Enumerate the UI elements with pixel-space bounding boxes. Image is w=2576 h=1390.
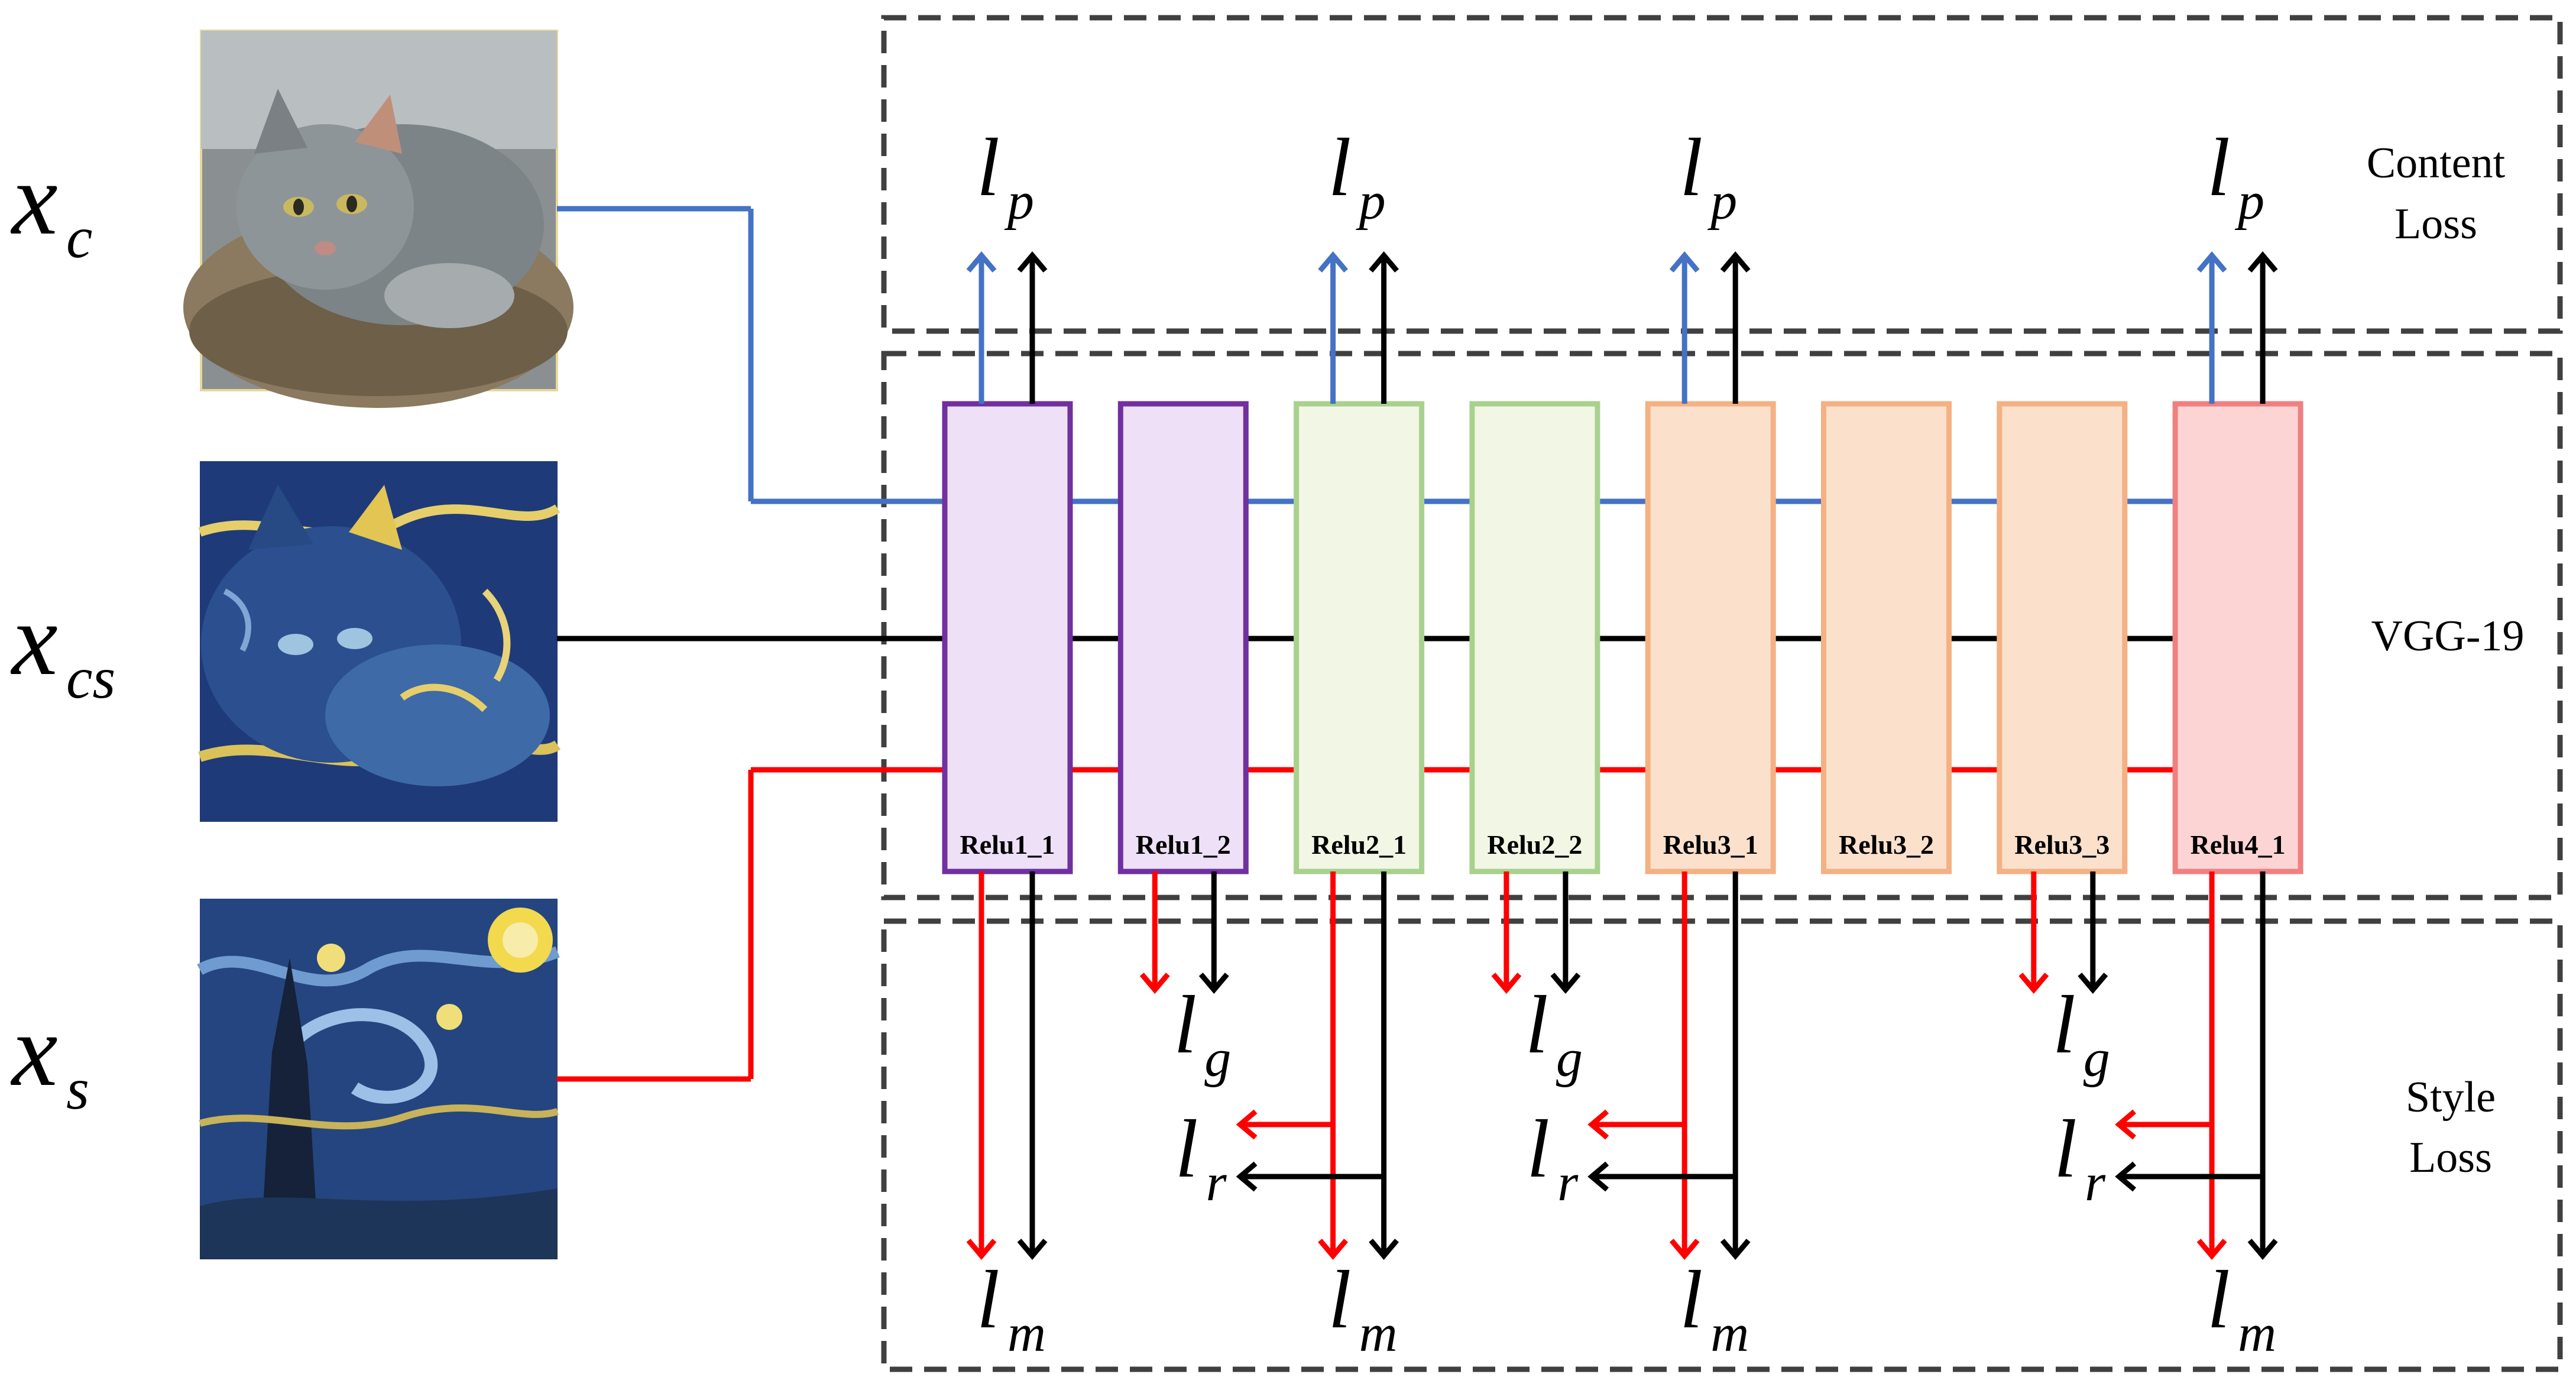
extra-loss-symbol: l <box>1527 1103 1550 1195</box>
extra-loss-stylized-arrowhead <box>1587 1161 1609 1192</box>
content-input-subscript: c <box>66 205 92 270</box>
perceptual-loss-subscript: p <box>1004 172 1034 231</box>
perceptual-loss-subscript: p <box>1707 172 1737 231</box>
gram-loss-stylized-arrowhead <box>1198 973 1229 994</box>
layer-box-relu1_1 <box>942 401 1073 874</box>
mean-loss-stylized-arrowhead <box>1017 1239 1048 1260</box>
content-loss-arrowhead <box>2196 251 2227 273</box>
content-input-symbol: x <box>10 141 58 256</box>
gram-loss-symbol: l <box>2053 979 2076 1071</box>
stylized-content-arrowhead <box>2247 251 2278 273</box>
content-loss-arrowhead <box>1318 251 1349 273</box>
mean-loss-subscript: m <box>2238 1304 2276 1363</box>
gram-loss-style-arrowhead <box>1491 973 1522 994</box>
extra-loss-subscript: r <box>2085 1154 2106 1212</box>
mean-loss-subscript: m <box>1007 1304 1046 1363</box>
style-loss-group <box>881 918 2563 1372</box>
content-loss-group <box>881 15 2563 334</box>
style-loss-label-line2: Loss <box>2409 1133 2492 1182</box>
mean-loss-stylized-arrowhead <box>1369 1239 1399 1260</box>
mean-loss-style-arrowhead <box>966 1239 997 1260</box>
style-input-subscript: s <box>66 1056 89 1122</box>
gram-loss-subscript: g <box>1556 1029 1583 1088</box>
extra-loss-stylized-arrowhead <box>1236 1161 1258 1192</box>
extra-loss-symbol: l <box>1175 1103 1198 1195</box>
perceptual-loss-symbol: l <box>1680 122 1703 213</box>
mean-loss-symbol: l <box>2207 1254 2230 1346</box>
mean-loss-stylized-arrowhead <box>2247 1239 2278 1260</box>
vgg-label: VGG-19 <box>2371 612 2525 660</box>
layer-label: Relu3_2 <box>1839 830 1934 860</box>
content-loss-arrowhead <box>1669 251 1700 273</box>
gram-loss-symbol: l <box>1174 979 1197 1071</box>
gram-loss-stylized-arrowhead <box>1550 973 1581 994</box>
vgg-group <box>881 351 2563 900</box>
layer-label: Relu3_3 <box>2014 830 2110 860</box>
mean-loss-subscript: m <box>1359 1304 1398 1363</box>
stylized-input-symbol: x <box>10 582 58 696</box>
layer-box-relu3_1 <box>1645 401 1776 874</box>
mean-loss-style-arrowhead <box>2196 1239 2227 1260</box>
style-image <box>197 899 560 1259</box>
mean-loss-stylized-arrowhead <box>1720 1239 1751 1260</box>
content-image <box>183 30 573 408</box>
stylized-content-arrowhead <box>1017 251 1048 273</box>
gram-loss-style-arrowhead <box>2018 973 2049 994</box>
extra-loss-style-arrowhead <box>1236 1109 1258 1140</box>
layer-box-relu4_1 <box>2172 401 2303 874</box>
extra-loss-subscript: r <box>1206 1154 1227 1212</box>
layer-label: Relu2_1 <box>1311 830 1407 860</box>
extra-loss-subscript: r <box>1557 1154 1579 1212</box>
layer-label: Relu2_2 <box>1487 830 1582 860</box>
style-input-symbol: x <box>10 993 58 1107</box>
layer-box-relu2_1 <box>1294 401 1425 874</box>
mean-loss-symbol: l <box>1680 1254 1703 1346</box>
mean-loss-subscript: m <box>1710 1304 1749 1363</box>
layer-box-relu2_2 <box>1469 401 1600 874</box>
extra-loss-stylized-arrowhead <box>2115 1161 2137 1192</box>
perceptual-loss-subscript: p <box>1356 172 1386 231</box>
loss-arrows <box>966 251 2278 1260</box>
layer-box-relu1_2 <box>1117 401 1249 874</box>
perceptual-loss-symbol: l <box>2207 122 2230 213</box>
layer-label: Relu3_1 <box>1663 830 1758 860</box>
perceptual-loss-symbol: l <box>977 122 1000 213</box>
mean-loss-style-arrowhead <box>1669 1239 1700 1260</box>
layer-box-relu3_3 <box>1997 401 2128 874</box>
extra-loss-symbol: l <box>2054 1103 2077 1195</box>
mean-loss-style-arrowhead <box>1318 1239 1349 1260</box>
vgg-layers: Relu1_1 Relu1_2 Relu2_1 Relu2_2 Relu3_1 Relu3… <box>942 401 2303 874</box>
content-loss-label-line2: Loss <box>2394 200 2477 248</box>
layer-label: Relu1_1 <box>960 830 1055 860</box>
content-loss-label-line1: Content <box>2367 139 2506 187</box>
perceptual-loss-subscript: p <box>2234 172 2264 231</box>
stylized-content-arrowhead <box>1369 251 1399 273</box>
content-loss-arrowhead <box>966 251 997 273</box>
layer-label: Relu1_2 <box>1136 830 1231 860</box>
mean-loss-symbol: l <box>1328 1254 1352 1346</box>
extra-loss-style-arrowhead <box>1587 1109 1609 1140</box>
extra-loss-style-arrowhead <box>2115 1109 2137 1140</box>
style-loss-label-line1: Style <box>2406 1073 2496 1122</box>
mean-loss-symbol: l <box>977 1254 1000 1346</box>
stylized-image <box>198 461 561 822</box>
gram-loss-subscript: g <box>2084 1029 2110 1088</box>
perceptual-loss-symbol: l <box>1328 122 1352 213</box>
layer-box-relu3_2 <box>1821 401 1952 874</box>
stylized-input-subscript: cs <box>66 645 115 711</box>
stylized-content-arrowhead <box>1720 251 1751 273</box>
gram-loss-stylized-arrowhead <box>2078 973 2108 994</box>
gram-loss-subscript: g <box>1204 1029 1231 1088</box>
gram-loss-style-arrowhead <box>1139 973 1170 994</box>
layer-label: Relu4_1 <box>2191 830 2286 860</box>
gram-loss-symbol: l <box>1525 979 1548 1071</box>
